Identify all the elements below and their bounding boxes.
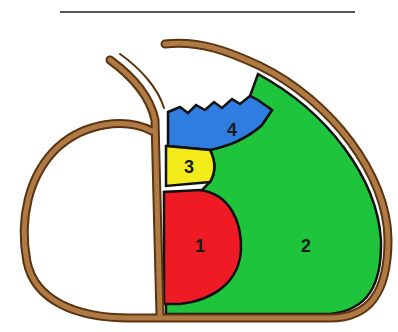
callout-number: 4 bbox=[227, 121, 237, 139]
top-rule bbox=[60, 11, 355, 13]
region-4 bbox=[168, 96, 272, 150]
callout-number: 3 bbox=[184, 158, 194, 176]
callout-number: 2 bbox=[301, 237, 311, 255]
region-3 bbox=[166, 146, 215, 186]
region-1 bbox=[164, 190, 241, 304]
heart-wall bbox=[24, 43, 388, 318]
callout-number: 1 bbox=[195, 237, 205, 255]
